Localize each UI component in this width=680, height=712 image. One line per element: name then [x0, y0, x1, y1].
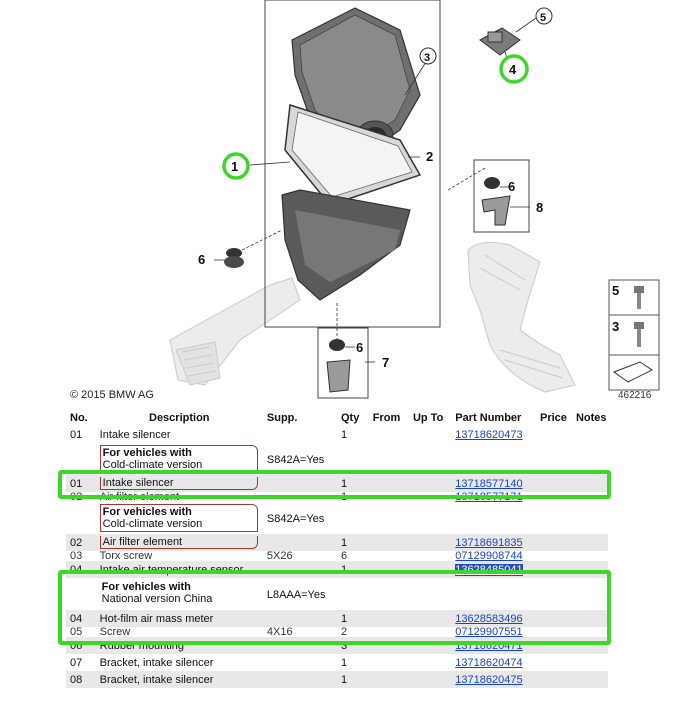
- callout-6-right[interactable]: 6: [508, 179, 515, 194]
- part-number-link[interactable]: 13718620474: [455, 656, 523, 669]
- table-row: 02 Air filter element 1 13718577171: [70, 492, 523, 502]
- part-number-link[interactable]: 13718620473: [455, 428, 523, 441]
- table-row: 06 Rubber mounting 3 13718620471: [66, 637, 608, 654]
- callout-6-left[interactable]: 6: [198, 252, 205, 267]
- rubber-mounting-illustration: [224, 248, 244, 268]
- header-from: From: [372, 412, 401, 424]
- table-row: 08 Bracket, intake silencer 1 1371862047…: [66, 671, 608, 688]
- sensor-illustration: [479, 27, 521, 56]
- bracket-illustration: [473, 159, 530, 233]
- header-qty: Qty: [340, 412, 360, 424]
- callout-5[interactable]: 5: [540, 12, 546, 24]
- table-row: 07 Bracket, intake silencer 1 1371862047…: [70, 656, 523, 669]
- part-number-link[interactable]: 13628583496: [455, 612, 523, 625]
- parts-diagram: 1 2 3 4 5 6 8 6 6 7 5 3: [169, 0, 660, 399]
- header-notes: Notes: [575, 412, 607, 424]
- callout-1-highlight: [222, 152, 250, 180]
- header-upto: Up To: [412, 412, 444, 424]
- callout-1[interactable]: 1: [231, 159, 238, 174]
- copyright-notice: © 2015 BMW AG: [70, 389, 154, 401]
- table-row: 04 Hot-film air mass meter 1 13628583496: [66, 610, 608, 627]
- part-number-link[interactable]: 07129907551: [455, 627, 523, 637]
- header-description: Description: [149, 412, 210, 424]
- callout-6-bottom[interactable]: 6: [356, 340, 363, 355]
- part-number-link[interactable]: 13718577140: [455, 477, 523, 490]
- table-row: 01 Intake silencer 1 13718620473: [70, 428, 523, 441]
- header-part-number: Part Number: [455, 412, 522, 424]
- callout-3-legend[interactable]: 3: [612, 319, 619, 334]
- table-row: 03 Torx screw 5X26 6 07129908744: [70, 551, 523, 561]
- part-number-link[interactable]: 13718691835: [455, 536, 523, 549]
- intake-hose-illustration: [467, 241, 576, 393]
- table-row: 05 Screw 4X16 2 07129907551: [70, 627, 523, 637]
- parts-table: No. Description Supp. Qty From Up To Par…: [66, 410, 608, 688]
- header-supp: Supp.: [266, 412, 298, 424]
- screws-legend: [608, 279, 660, 391]
- air-duct-illustration: [169, 277, 301, 386]
- callout-5-legend[interactable]: 5: [612, 283, 619, 298]
- header-no: No.: [70, 412, 88, 424]
- header-price: Price: [539, 412, 567, 424]
- callout-7[interactable]: 7: [382, 355, 389, 370]
- table-row: 01 Intake silencer 1 13718577140: [66, 475, 608, 492]
- callout-4-highlight: [499, 54, 529, 84]
- table-row: 04 Intake air temperature sensor 1 13628…: [66, 561, 608, 578]
- table-row: 02 Air filter element 1 13718691835: [66, 534, 608, 551]
- part-number-link-selected[interactable]: 13628485041: [455, 563, 523, 576]
- part-number-link[interactable]: 13718620471: [455, 639, 523, 652]
- diagram-ref-number: 462216: [618, 390, 652, 401]
- part-number-link[interactable]: 07129908744: [455, 551, 523, 561]
- table-header-row: No. Description Supp. Qty From Up To Par…: [66, 410, 608, 426]
- callout-8[interactable]: 8: [536, 200, 543, 215]
- part-number-link[interactable]: 13718620475: [455, 673, 523, 686]
- callout-3[interactable]: 3: [424, 52, 430, 64]
- intake-silencer-illustration: [281, 7, 422, 301]
- callout-2[interactable]: 2: [426, 149, 433, 164]
- callout-4[interactable]: 4: [509, 62, 517, 77]
- bracket-7-illustration: [317, 327, 369, 399]
- part-number-link[interactable]: 13718577171: [455, 492, 523, 502]
